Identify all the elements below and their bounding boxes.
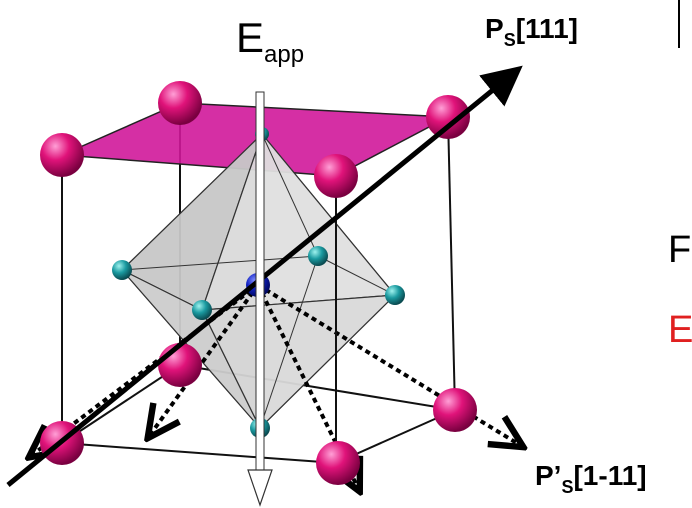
corner-ion-front-top-left [40,133,84,177]
ps-111-label: PS[111] [485,13,578,50]
corner-ion-back-top-left [158,81,202,125]
right-cut-text-2: E [668,309,692,351]
corner-ion-back-top-right [426,95,470,139]
right-cut-text-1: F [668,229,691,271]
corner-ion-front-top-right [314,154,358,198]
e-app-arrow [247,91,273,507]
ion-front [192,300,212,320]
a-site-ions [40,81,477,485]
e-app-label: Eapp [236,14,304,68]
ps-prime-label: P’S[1-11] [535,460,647,497]
b-site-ions [112,127,405,438]
corner-ion-back-bottom-right [433,388,477,432]
ion-back [308,246,328,266]
ion-right [385,285,405,305]
corner-ion-back-bottom-left [158,343,202,387]
ion-left [112,260,132,280]
corner-ion-front-bottom-right [316,441,360,485]
cube-front-edges [61,155,337,463]
